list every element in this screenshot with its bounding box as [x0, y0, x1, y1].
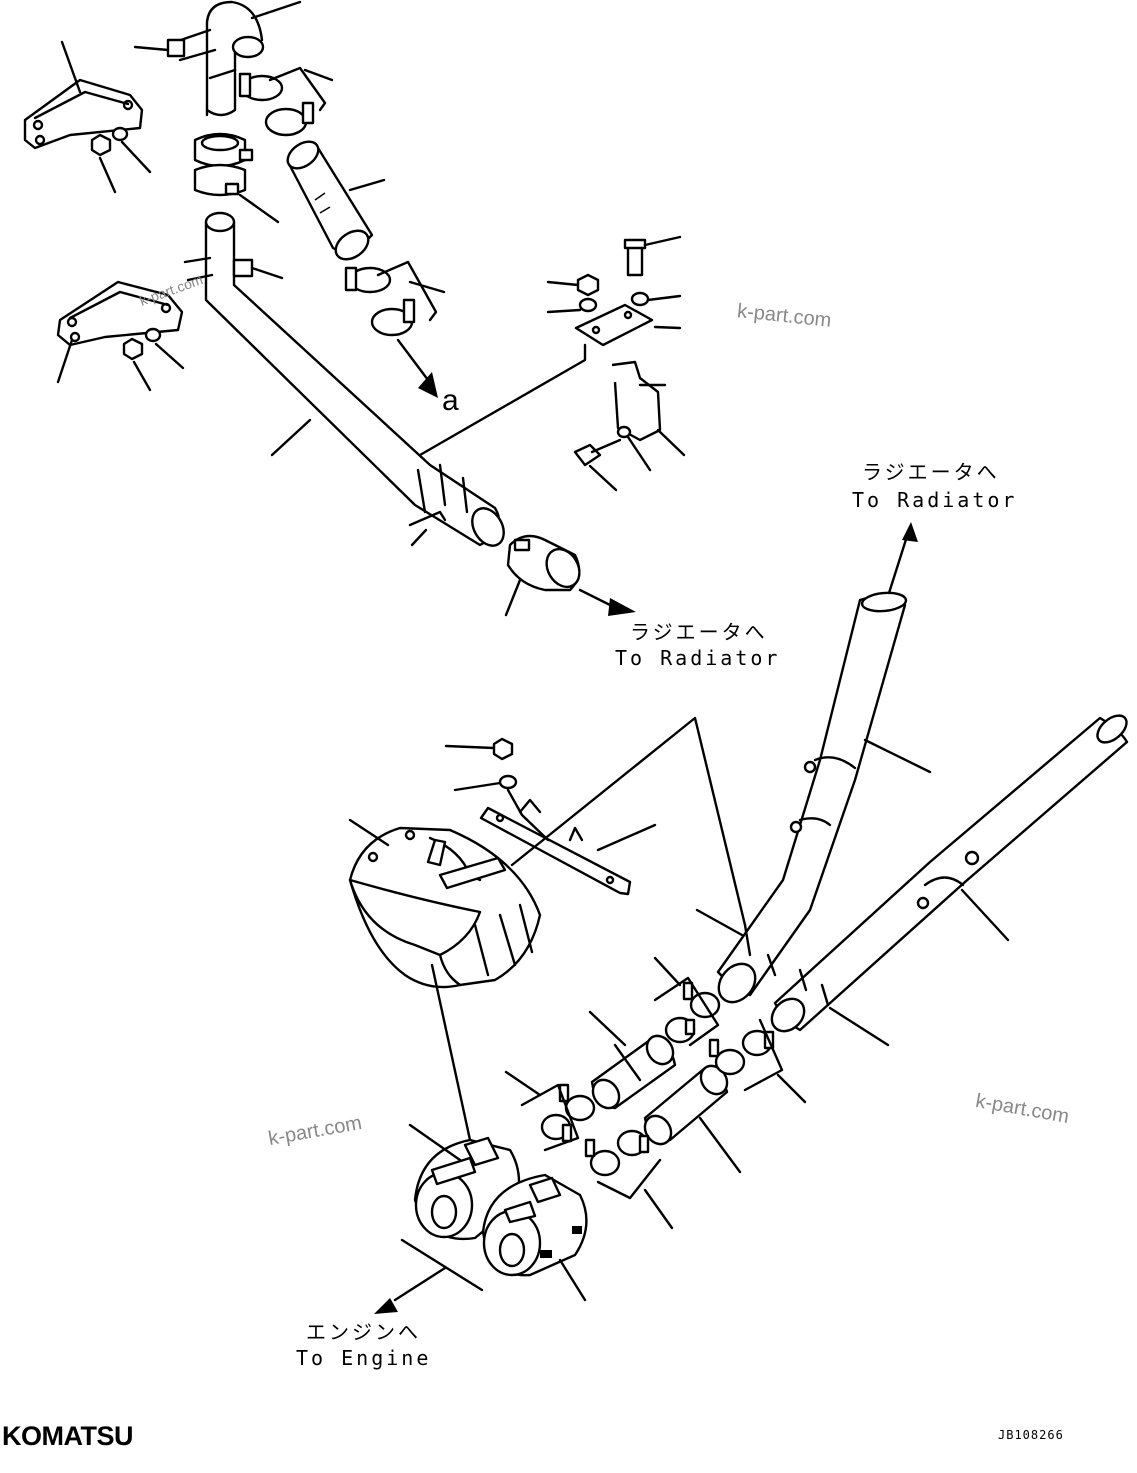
lower-hose-clamps	[504, 956, 807, 1230]
long-pipe-right-2	[770, 714, 1129, 1047]
engine-couplings	[374, 1123, 588, 1314]
nut-washer-mid-left	[122, 327, 185, 392]
mount-bracket-assembly	[418, 235, 686, 492]
drawing-code: JB108266	[998, 1428, 1064, 1442]
pipe-clamp-pair-top	[238, 66, 334, 137]
long-pipe-right-1	[716, 522, 932, 1004]
bracket-top-left	[23, 40, 144, 150]
to-engine-label-en: To Engine	[296, 1346, 432, 1370]
nut-washer-top-left	[90, 126, 152, 194]
upper-j-pipe	[133, 0, 302, 117]
to-radiator-label-jp-upper: ラジエータへ	[630, 620, 768, 644]
hose-clamp-pair-a	[344, 260, 446, 398]
callout-letter: a	[442, 384, 459, 417]
split-flange-clamp	[193, 132, 280, 224]
to-radiator-label-jp-right: ラジエータへ	[862, 460, 1000, 484]
rubber-coupling-upper	[504, 534, 636, 617]
rubber-hose-upper	[286, 140, 386, 261]
long-pipe-upper	[183, 211, 505, 547]
pipe-studs-lower	[695, 908, 830, 1007]
to-radiator-label-en-upper: To Radiator	[615, 646, 781, 670]
support-plate-lower	[444, 716, 747, 927]
to-radiator-label-en-right: To Radiator	[852, 488, 1018, 512]
to-engine-label-jp: エンジンへ	[306, 1320, 421, 1344]
heat-shield-cover	[348, 818, 542, 1142]
komatsu-logo: KOMATSU	[2, 1421, 134, 1451]
lower-hose-pieces	[588, 1010, 742, 1174]
